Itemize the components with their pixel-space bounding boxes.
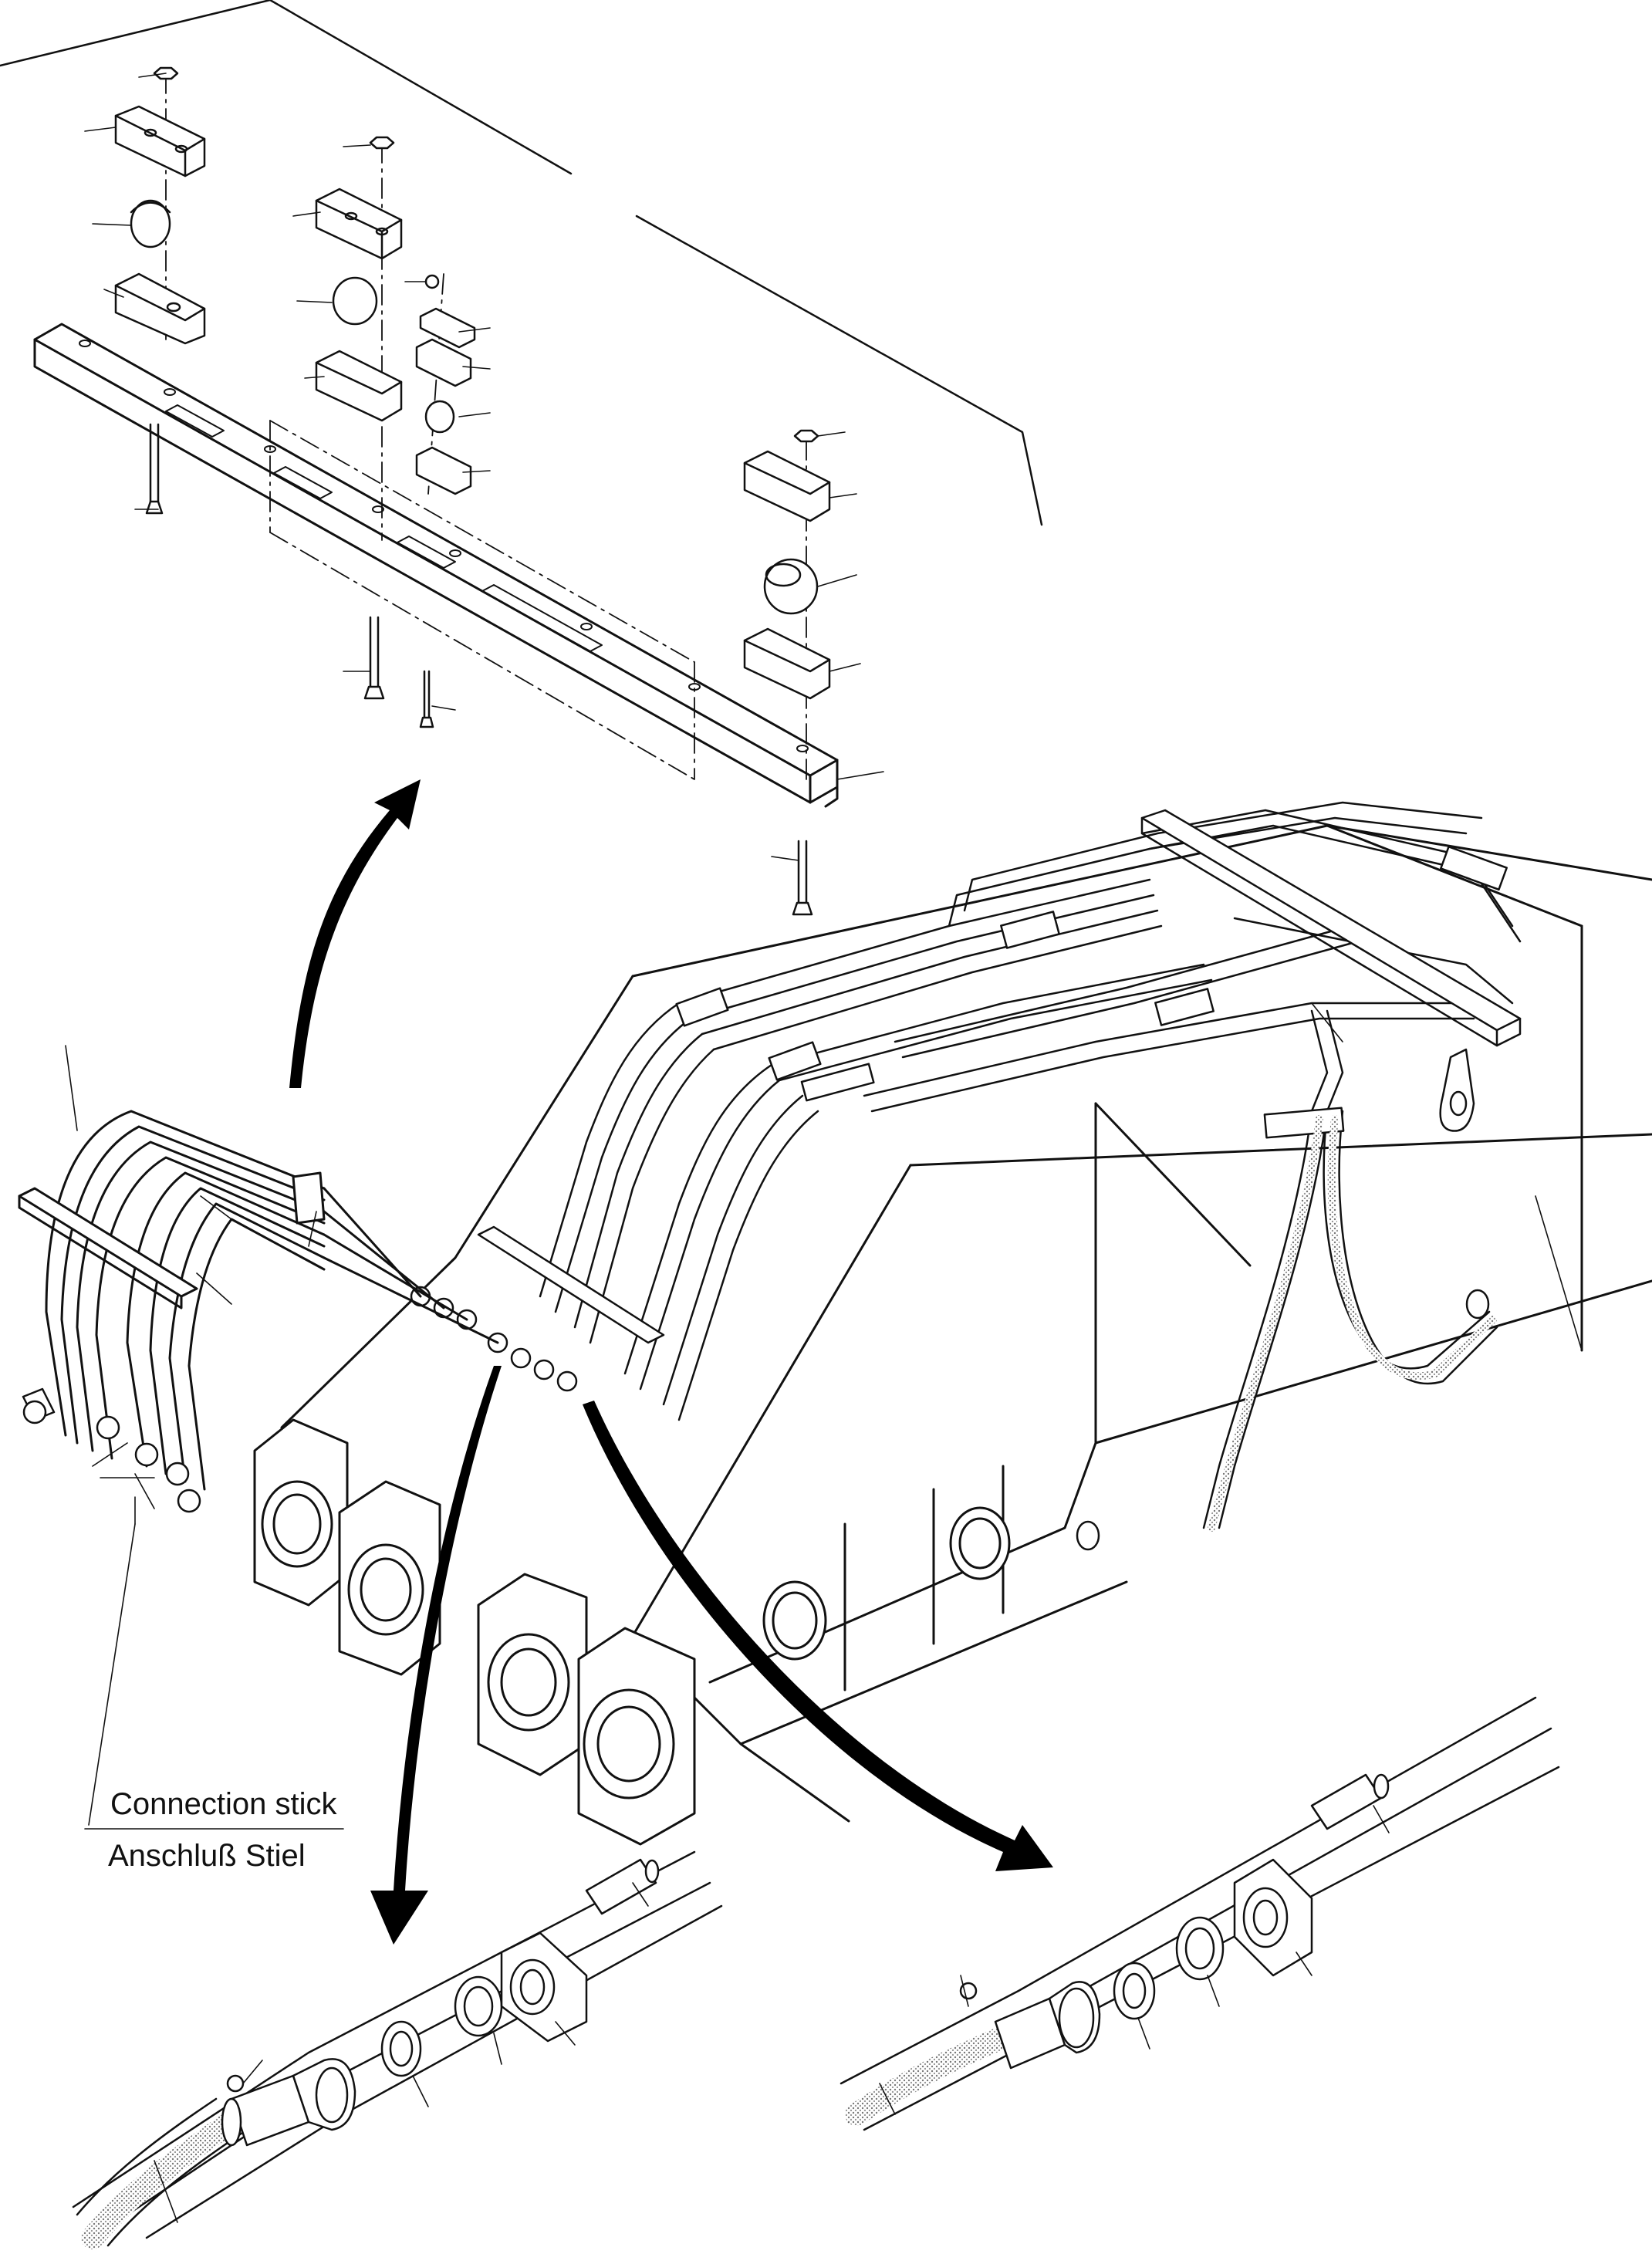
connection-stick-label-de: Anschluß Stiel: [108, 1839, 306, 1873]
callout-arrows: [289, 779, 1053, 1945]
leader-lines-top: [84, 73, 884, 861]
leader-lines-flange-right: [879, 1805, 1390, 2115]
connection-hose-group: [18, 1110, 499, 1513]
upper-background-outline: [0, 0, 1043, 526]
leader-lines-connection: [65, 1045, 344, 1830]
clamp-stack-small: [415, 274, 476, 495]
connection-stick-label-en: Connection stick: [110, 1787, 337, 1821]
clamp-stack-right: [743, 429, 831, 916]
flange-assembly-right: [840, 1696, 1560, 2131]
clamp-rail: [33, 323, 839, 808]
stick-bosses: [253, 1418, 1011, 1846]
alignment-lines: [165, 73, 807, 780]
clamp-stack-left: [114, 66, 206, 515]
clamp-stack-middle: [315, 136, 434, 728]
leader-lines-stick: [1311, 1002, 1583, 1351]
leader-lines-flange-left: [154, 1882, 649, 2223]
pipe-bundle: [410, 801, 1522, 1551]
hose-shading: [1208, 1115, 1497, 1532]
flange-assembly-left: [72, 1850, 723, 2249]
